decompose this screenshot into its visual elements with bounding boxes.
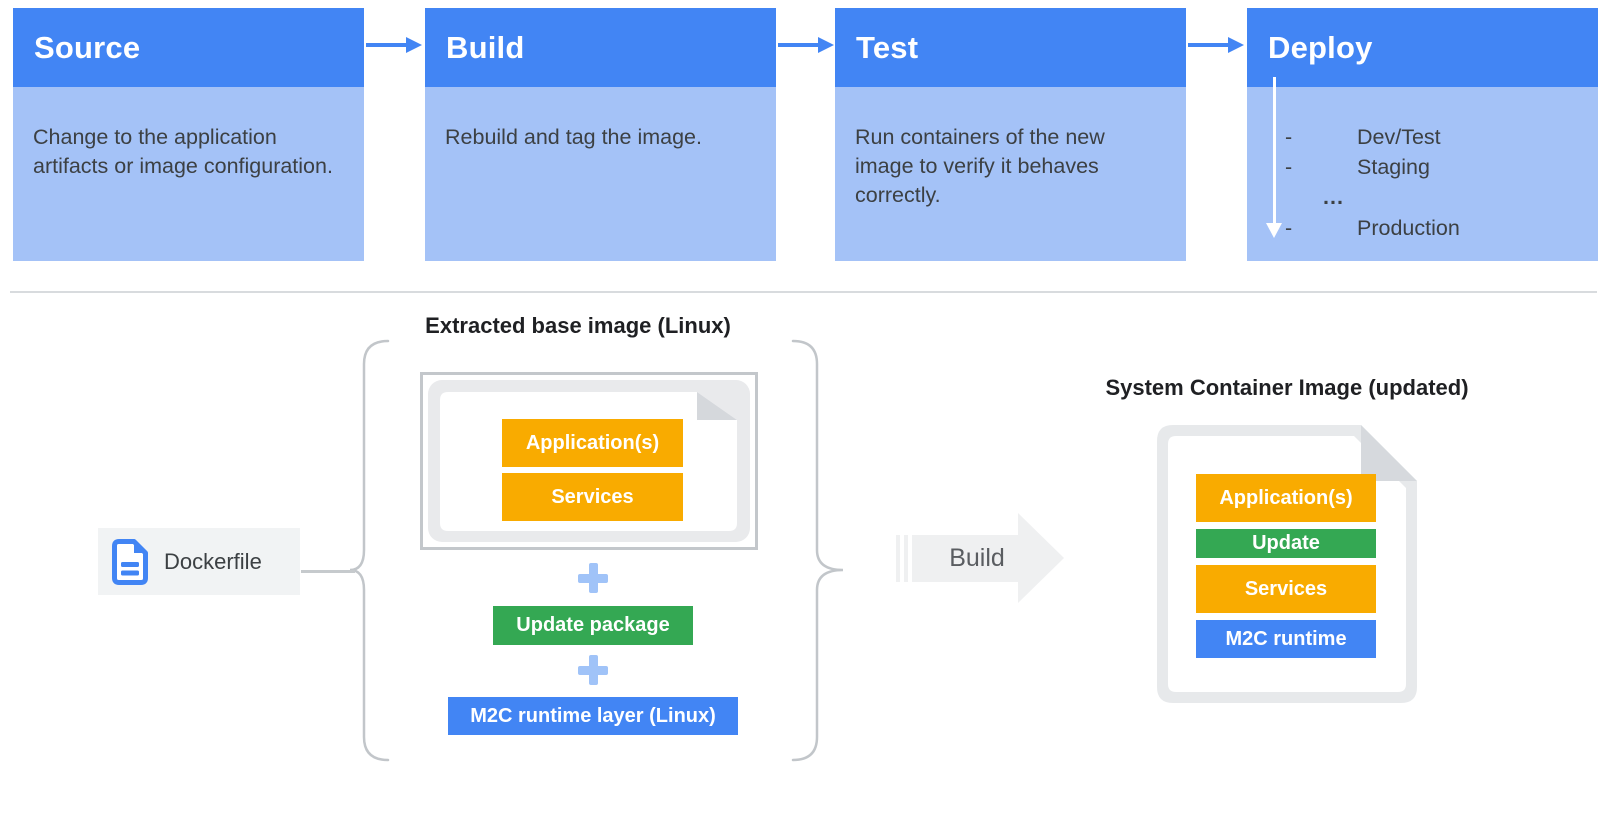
- stage-header: Build: [425, 8, 776, 87]
- system-container-image-title: System Container Image (updated): [1105, 375, 1469, 400]
- stage-body: Change to the application artifacts or i…: [13, 87, 364, 261]
- layer-applications: Application(s): [502, 419, 683, 467]
- list-item: - Staging: [1285, 152, 1565, 182]
- stage-title: Build: [446, 29, 525, 65]
- layer-label: Services: [1244, 577, 1328, 600]
- layer-label: Update: [1252, 532, 1320, 554]
- result-layer-m2c-runtime: M2C runtime: [1196, 620, 1376, 658]
- stage-box-source: Source Change to the application artifac…: [13, 8, 364, 261]
- build-arrow-label: Build: [949, 544, 1005, 572]
- stage-description: Run containers of the new image to verif…: [855, 125, 1105, 207]
- list-item: ...: [1285, 182, 1565, 213]
- pipeline-arrow-icon: [1188, 37, 1244, 53]
- stage-body: [1247, 87, 1598, 261]
- stage-box-deploy: Deploy - Dev/Test - Staging ... - Produc…: [1247, 8, 1598, 261]
- dockerfile-chip: Dockerfile: [98, 528, 300, 595]
- right-brace-icon: [791, 339, 844, 762]
- document-fold-icon: [697, 392, 737, 420]
- result-layer-services: Services: [1196, 565, 1376, 613]
- dockerfile-document-icon: [112, 538, 148, 585]
- stage-description: Rebuild and tag the image.: [445, 125, 702, 149]
- result-document: [1157, 425, 1417, 703]
- plus-icon: [578, 563, 608, 593]
- list-item-label: Production: [1357, 215, 1460, 240]
- arrow-head-icon: [1018, 513, 1064, 603]
- update-package-layer: Update package: [493, 606, 693, 645]
- list-bullet: -: [1285, 124, 1293, 149]
- stage-body: Run containers of the new image to verif…: [835, 87, 1186, 261]
- list-bullet: -: [1285, 154, 1293, 179]
- stage-box-build: Build Rebuild and tag the image.: [425, 8, 776, 261]
- stage-body: Rebuild and tag the image.: [425, 87, 776, 261]
- list-item-label: Dev/Test: [1357, 124, 1441, 149]
- deploy-environment-list: - Dev/Test - Staging ... - Production: [1285, 122, 1565, 243]
- stage-header: Source: [13, 8, 364, 87]
- document-fold-icon: [1361, 425, 1417, 481]
- list-item: - Dev/Test: [1285, 122, 1565, 152]
- layer-label: Services: [551, 485, 634, 508]
- layer-label: Application(s): [1219, 486, 1353, 509]
- arrow-stripe-icon: [904, 535, 908, 582]
- dockerfile-connector-line: [301, 570, 355, 573]
- m2c-runtime-layer: M2C runtime layer (Linux): [448, 697, 738, 735]
- stage-title: Test: [856, 29, 919, 65]
- extracted-base-image-title: Extracted base image (Linux): [425, 313, 731, 338]
- list-item: - Production: [1285, 213, 1565, 243]
- layer-label: M2C runtime layer (Linux): [470, 704, 716, 727]
- plus-icon: [578, 655, 608, 685]
- stage-description: Change to the application artifacts or i…: [33, 125, 333, 178]
- layer-label: Update package: [516, 614, 670, 636]
- layer-services: Services: [502, 473, 683, 521]
- layer-label: Application(s): [525, 431, 660, 454]
- deploy-flow-down-arrow-icon: [1266, 77, 1284, 245]
- stage-header: Deploy: [1247, 8, 1598, 87]
- stage-title: Deploy: [1268, 29, 1373, 65]
- layer-label: M2C runtime: [1225, 627, 1347, 650]
- dockerfile-label: Dockerfile: [164, 548, 262, 574]
- stage-box-test: Test Run containers of the new image to …: [835, 8, 1186, 261]
- section-divider: [10, 291, 1597, 293]
- list-item-label: ...: [1323, 185, 1344, 209]
- left-brace-icon: [349, 339, 390, 762]
- build-arrow: Build: [893, 513, 1065, 603]
- list-item-label: Staging: [1357, 154, 1430, 179]
- stage-header: Test: [835, 8, 1186, 87]
- result-layer-applications: Application(s): [1196, 474, 1376, 522]
- list-bullet: -: [1285, 215, 1293, 240]
- pipeline-arrow-icon: [366, 37, 422, 53]
- arrow-stripe-icon: [896, 535, 900, 582]
- pipeline-arrow-icon: [778, 37, 834, 53]
- result-layer-update: Update: [1196, 529, 1376, 558]
- stage-title: Source: [34, 29, 141, 65]
